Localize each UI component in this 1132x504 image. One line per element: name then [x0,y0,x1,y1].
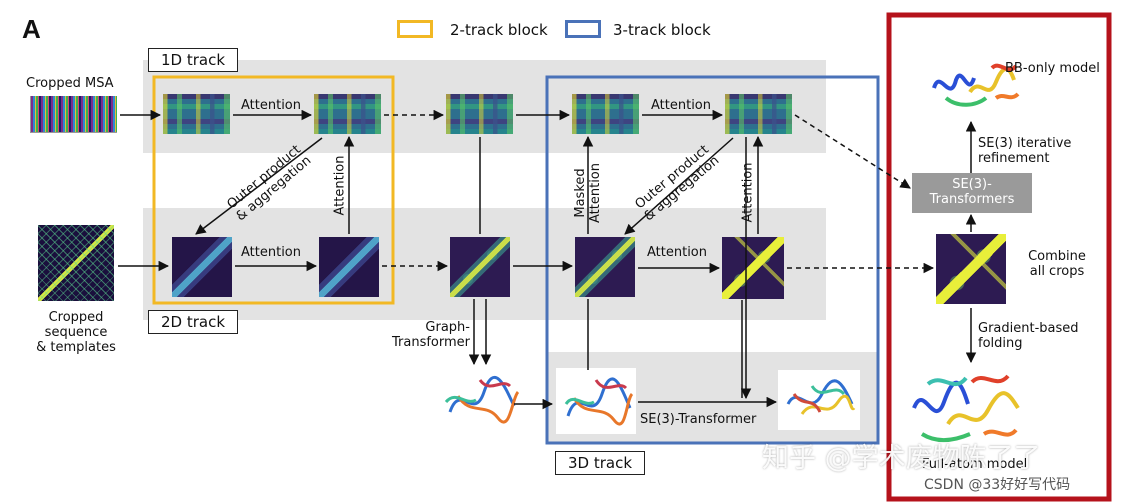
msa-feature-map-3 [446,94,513,134]
se3-transformers-box: SE(3)- Transformers [912,173,1032,213]
attention-label-1d-b: Attention [651,98,711,113]
msa-feature-map-2 [314,94,381,134]
output-frame [886,12,1112,502]
gradient-folding-label: Gradient-based folding [978,321,1079,351]
two-d-track-label: 2D track [148,310,239,334]
cropped-msa-label: Cropped MSA [26,76,114,91]
msa-input-image [30,96,117,133]
attention-vertical-label-a: Attention [332,155,348,216]
legend-two-track-swatch [397,20,433,38]
attention-label-2d-a: Attention [241,245,301,260]
msa-feature-map-4 [572,94,639,134]
pair-feature-map-4 [575,237,635,297]
combine-crops-label: Combine all crops [1028,249,1086,279]
pair-feature-map-5 [722,237,784,299]
two-track-block [152,75,395,305]
legend-three-track-label: 3-track block [613,21,711,39]
legend-two-track-label: 2-track block [450,21,548,39]
bb-only-model-structure [926,58,1022,114]
full-atom-model-label: Full-atom model [922,457,1028,472]
structure-3d-graph [440,372,524,428]
sequence-templates-label: Cropped sequence & templates [36,310,116,355]
full-atom-model-structure [908,364,1024,450]
attention-vertical-label-b: Attention [740,162,756,223]
se3-transformer-label: SE(3)-Transformer [640,412,757,427]
structure-3d-1 [560,372,636,430]
one-d-track-label: 1D track [148,48,239,72]
csdn-watermark: CSDN @33好好写代码 [924,477,1071,493]
msa-feature-map-5 [725,94,792,134]
se3-iterative-label: SE(3) iterative refinement [978,136,1072,166]
pair-feature-map-1 [172,237,232,297]
structure-3d-2 [782,374,858,428]
three-track-block [545,75,880,445]
masked-attention-label: Masked Attention [573,163,603,223]
pair-feature-map-2 [319,237,379,297]
zhihu-watermark: 知乎 @学术废物陈了了 [762,443,1041,474]
attention-label-2d-b: Attention [647,245,707,260]
combined-pair-map [936,234,1006,304]
pair-feature-map-3 [450,237,510,297]
attention-label-1d-a: Attention [241,98,301,113]
panel-letter: A [22,14,41,44]
legend-three-track-swatch [565,20,601,38]
three-d-track-label: 3D track [555,451,646,475]
msa-feature-map-1 [163,94,230,134]
template-input-image [38,225,114,301]
bb-only-model-label: BB-only model [1005,61,1100,76]
graph-transformer-label: Graph- Transformer [391,320,470,350]
